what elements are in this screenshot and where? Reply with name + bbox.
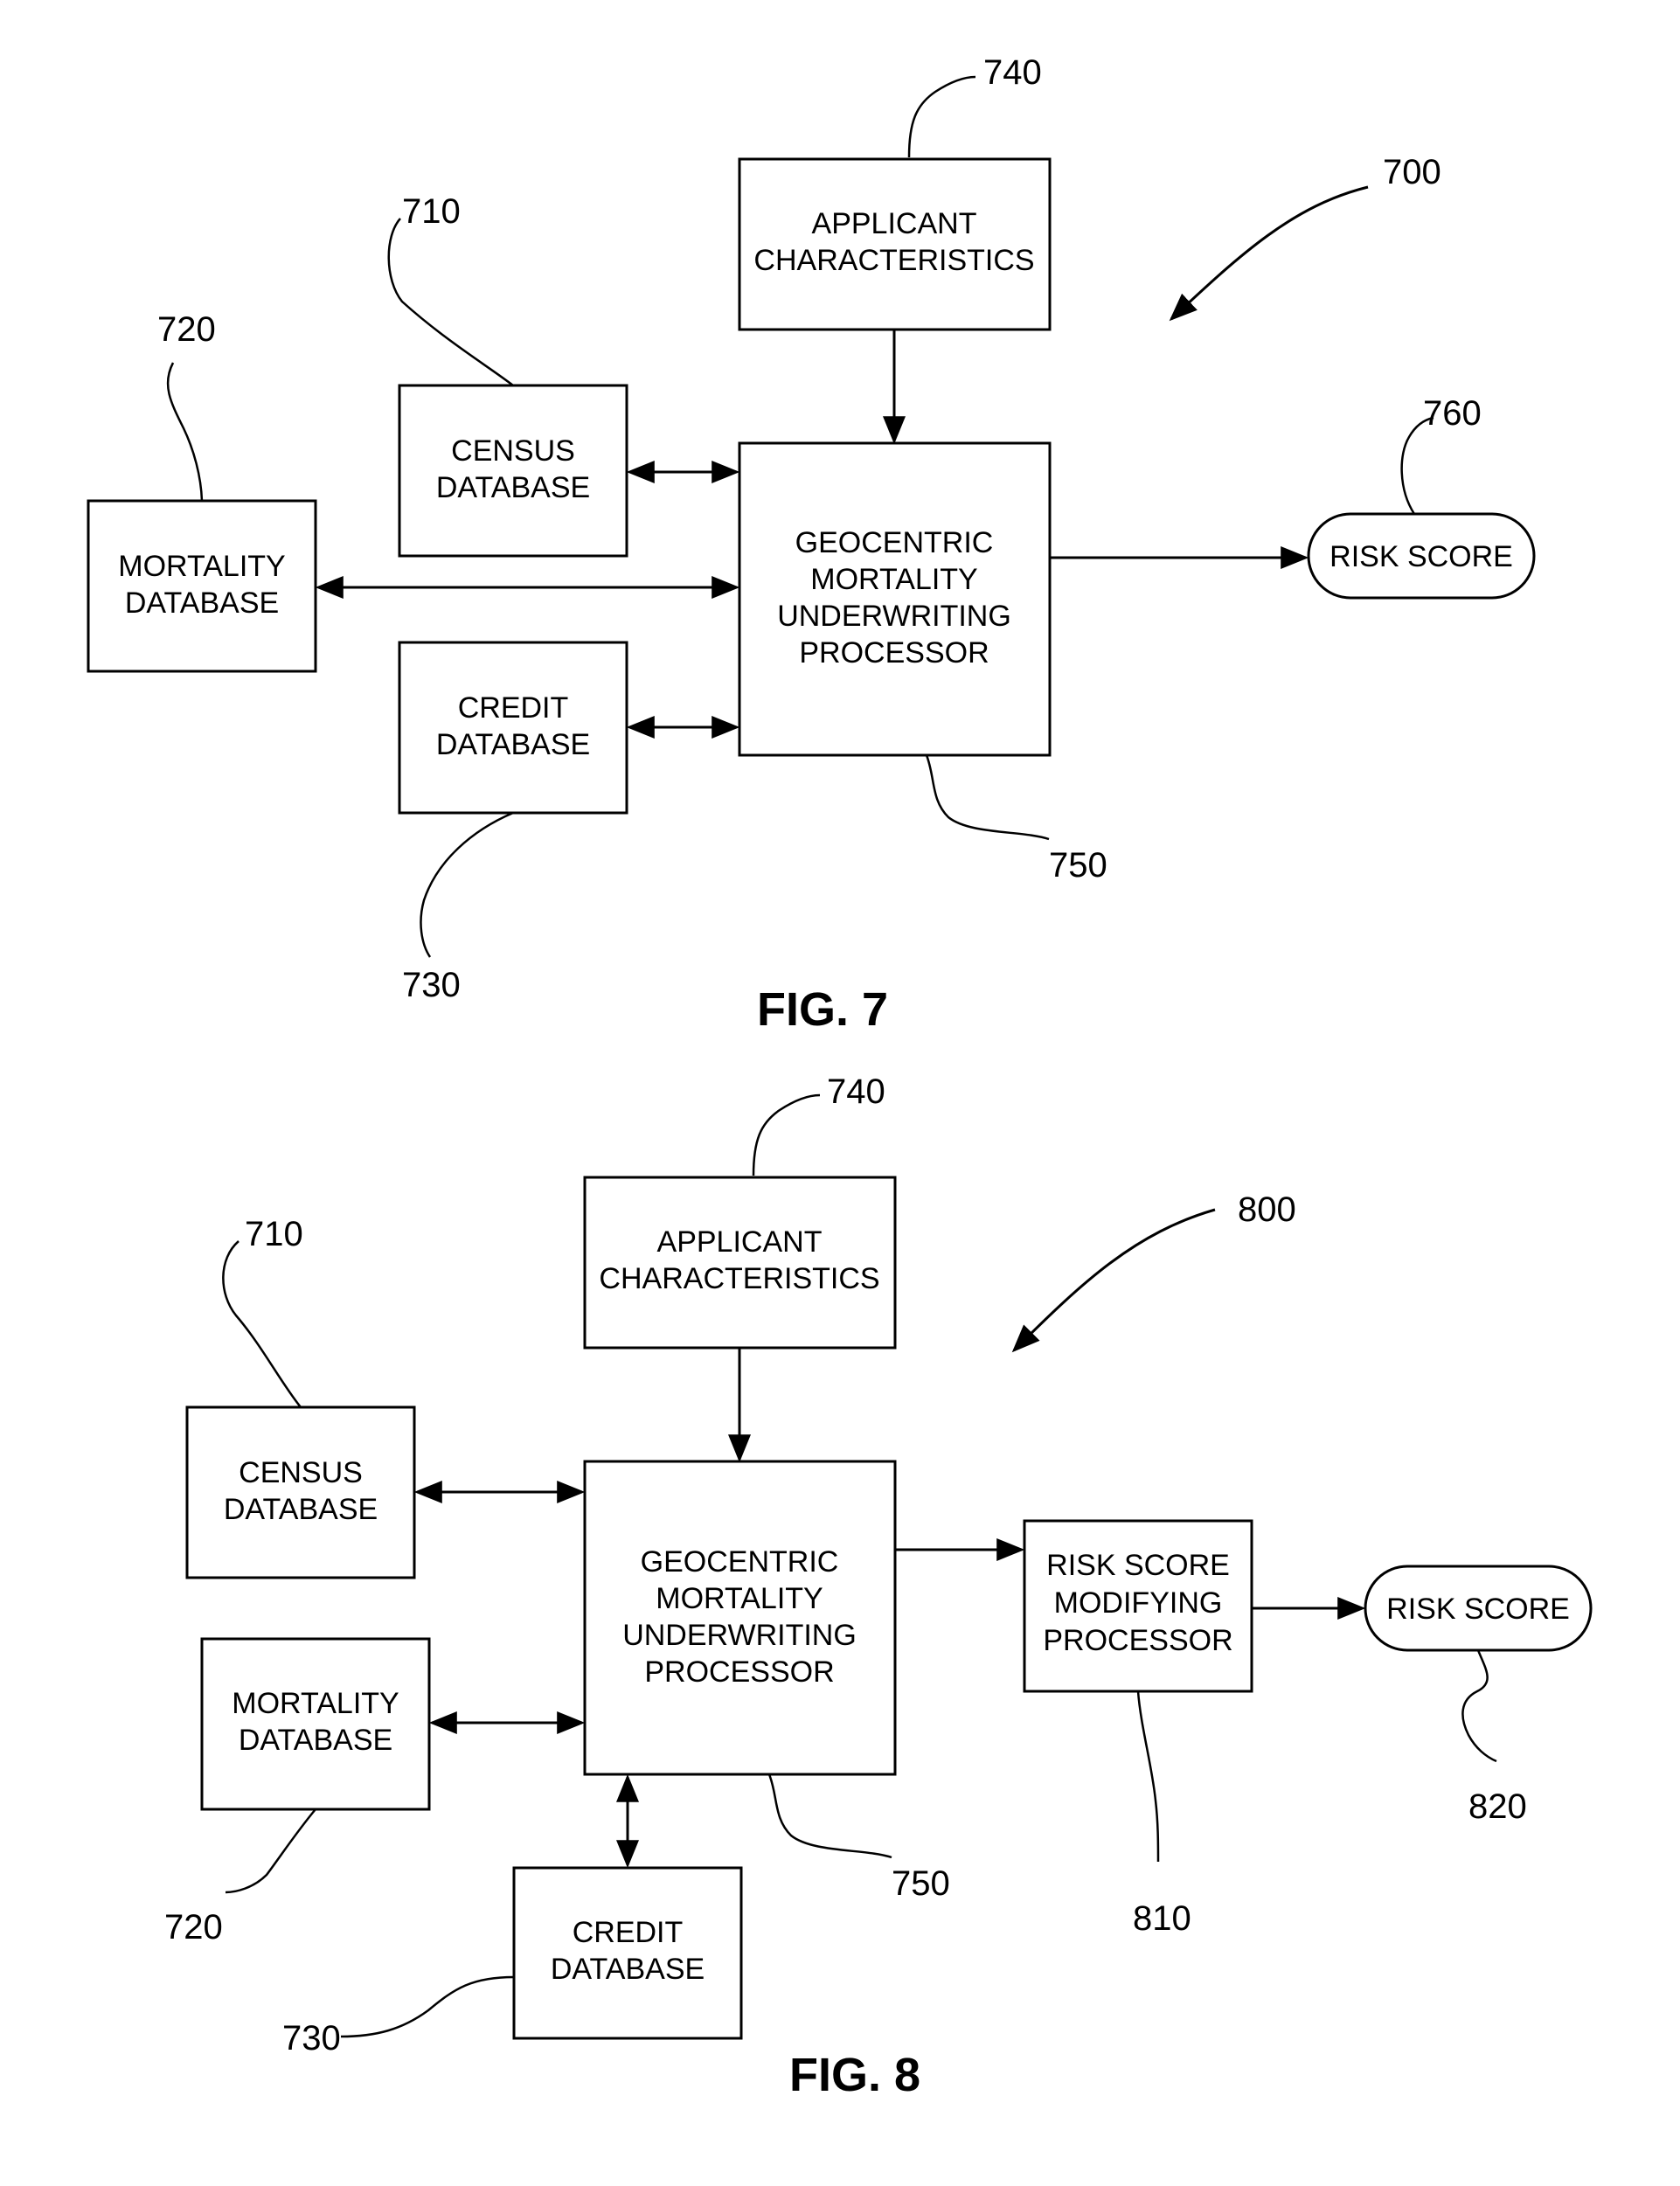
processor-label-line1: GEOCENTRIC bbox=[641, 1545, 839, 1579]
geocentric-processor-box-fig8: GEOCENTRIC MORTALITY UNDERWRITING PROCES… bbox=[585, 1461, 895, 1774]
mortality-label-line1: MORTALITY bbox=[118, 550, 285, 583]
figure-7: APPLICANT CHARACTERISTICS 740 700 CENSUS… bbox=[88, 53, 1534, 1036]
census-database-box-fig7: CENSUS DATABASE bbox=[399, 385, 627, 556]
leader-line-710 bbox=[223, 1241, 301, 1407]
applicant-characteristics-box-fig7: APPLICANT CHARACTERISTICS bbox=[739, 159, 1050, 330]
modifier-label-line2: MODIFYING bbox=[1054, 1586, 1223, 1620]
ref-800: 800 bbox=[1238, 1190, 1296, 1229]
leader-line-730 bbox=[420, 813, 513, 957]
pointer-arrow-800 bbox=[1014, 1210, 1215, 1350]
applicant-label-line2: CHARACTERISTICS bbox=[753, 244, 1034, 277]
risk-score-terminal-fig7: RISK SCORE bbox=[1309, 514, 1534, 598]
leader-line-750 bbox=[927, 755, 1049, 839]
credit-label-line2: DATABASE bbox=[551, 1953, 705, 1986]
applicant-label-line1: APPLICANT bbox=[657, 1225, 823, 1259]
leader-line-740 bbox=[909, 77, 975, 157]
mortality-label-line2: DATABASE bbox=[239, 1724, 392, 1757]
credit-label-line1: CREDIT bbox=[573, 1916, 684, 1949]
figure-caption-7: FIG. 7 bbox=[757, 983, 888, 1036]
census-label-line2: DATABASE bbox=[436, 471, 590, 504]
figure-caption-8: FIG. 8 bbox=[789, 2049, 920, 2101]
credit-label-line1: CREDIT bbox=[458, 691, 569, 725]
leader-line-810 bbox=[1138, 1691, 1158, 1862]
census-database-box-fig8: CENSUS DATABASE bbox=[187, 1407, 414, 1578]
ref-740-fig7: 740 bbox=[983, 53, 1042, 92]
ref-810: 810 bbox=[1133, 1899, 1191, 1938]
ref-750-fig8: 750 bbox=[892, 1864, 950, 1903]
leader-line-740 bbox=[753, 1095, 820, 1176]
processor-label-line4: PROCESSOR bbox=[644, 1655, 834, 1689]
processor-label-line1: GEOCENTRIC bbox=[795, 526, 994, 559]
geocentric-processor-box-fig7: GEOCENTRIC MORTALITY UNDERWRITING PROCES… bbox=[739, 443, 1050, 755]
processor-label-line2: MORTALITY bbox=[656, 1582, 823, 1615]
leader-line-730 bbox=[341, 1977, 514, 2037]
processor-label-line3: UNDERWRITING bbox=[622, 1619, 857, 1652]
ref-740-fig8: 740 bbox=[827, 1072, 885, 1111]
mortality-label-line2: DATABASE bbox=[125, 586, 279, 620]
processor-label-line3: UNDERWRITING bbox=[777, 600, 1011, 633]
modifier-label-line3: PROCESSOR bbox=[1043, 1624, 1232, 1657]
leader-line-720 bbox=[168, 363, 202, 501]
risk-score-label: RISK SCORE bbox=[1386, 1593, 1570, 1626]
ref-710-fig7: 710 bbox=[402, 192, 461, 231]
modifier-label-line1: RISK SCORE bbox=[1046, 1549, 1230, 1582]
credit-label-line2: DATABASE bbox=[436, 728, 590, 761]
processor-label-line4: PROCESSOR bbox=[799, 636, 989, 670]
pointer-arrow-700 bbox=[1171, 187, 1368, 319]
risk-score-label: RISK SCORE bbox=[1329, 540, 1513, 573]
applicant-characteristics-box-fig8: APPLICANT CHARACTERISTICS bbox=[585, 1177, 895, 1348]
credit-database-box-fig8: CREDIT DATABASE bbox=[514, 1868, 741, 2038]
census-label-line1: CENSUS bbox=[451, 434, 575, 468]
ref-760: 760 bbox=[1423, 394, 1482, 433]
applicant-label-line2: CHARACTERISTICS bbox=[599, 1262, 879, 1295]
mortality-database-box-fig7: MORTALITY DATABASE bbox=[88, 501, 316, 671]
census-label-line1: CENSUS bbox=[239, 1456, 363, 1489]
census-label-line2: DATABASE bbox=[224, 1493, 378, 1526]
ref-710-fig8: 710 bbox=[245, 1215, 303, 1253]
figure-8: APPLICANT CHARACTERISTICS 740 800 CENSUS… bbox=[164, 1072, 1591, 2101]
mortality-label-line1: MORTALITY bbox=[232, 1687, 399, 1720]
applicant-label-line1: APPLICANT bbox=[812, 207, 977, 240]
mortality-database-box-fig8: MORTALITY DATABASE bbox=[202, 1639, 429, 1809]
leader-line-720 bbox=[226, 1809, 316, 1892]
credit-database-box-fig7: CREDIT DATABASE bbox=[399, 642, 627, 813]
ref-720-fig7: 720 bbox=[157, 310, 216, 349]
ref-750-fig7: 750 bbox=[1049, 846, 1107, 885]
ref-820: 820 bbox=[1468, 1787, 1527, 1826]
ref-720-fig8: 720 bbox=[164, 1908, 223, 1947]
leader-line-750 bbox=[769, 1774, 892, 1857]
leader-line-820 bbox=[1462, 1650, 1496, 1761]
risk-score-modifying-processor-box: RISK SCORE MODIFYING PROCESSOR bbox=[1024, 1521, 1252, 1691]
ref-700: 700 bbox=[1383, 153, 1441, 191]
ref-730-fig8: 730 bbox=[282, 2019, 341, 2058]
leader-line-710 bbox=[389, 219, 513, 385]
risk-score-terminal-fig8: RISK SCORE bbox=[1365, 1566, 1591, 1650]
ref-730-fig7: 730 bbox=[402, 966, 461, 1004]
processor-label-line2: MORTALITY bbox=[810, 563, 977, 596]
